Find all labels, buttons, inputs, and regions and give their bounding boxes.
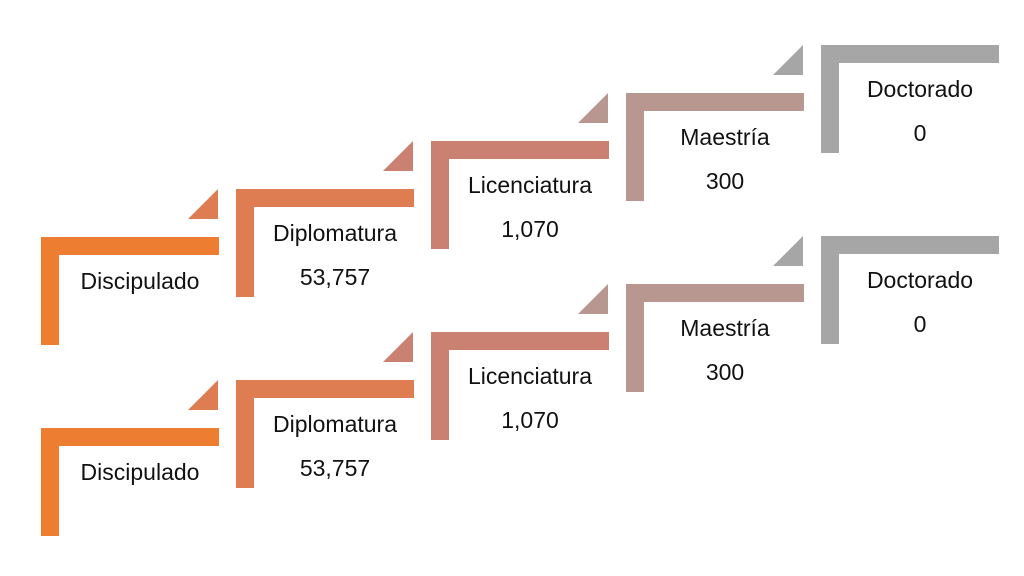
step-label: Licenciatura — [467, 363, 593, 389]
step-text: Diplomatura 53,757 — [254, 211, 416, 299]
step-bar-vertical — [626, 284, 644, 392]
step-bar-vertical — [236, 380, 254, 488]
step-value: 0 — [913, 120, 927, 146]
step-bar-horizontal — [41, 237, 219, 255]
step-text: Maestría 300 — [644, 306, 806, 394]
step-value: 300 — [705, 168, 745, 194]
step-text: Licenciatura 1,070 — [449, 163, 611, 251]
step-connector-arrow — [383, 332, 413, 362]
step-connector-arrow — [383, 141, 413, 171]
step-text: Licenciatura 1,070 — [449, 354, 611, 442]
step-1-4: Maestría 300 — [626, 93, 806, 203]
step-2-4: Maestría 300 — [626, 284, 806, 394]
step-connector-arrow — [773, 236, 803, 266]
step-connector-arrow — [578, 284, 608, 314]
step-bar-vertical — [821, 236, 839, 344]
step-connector-arrow — [188, 189, 218, 219]
step-bar-horizontal — [431, 141, 609, 159]
step-bar-horizontal — [821, 236, 999, 254]
step-bar-horizontal — [236, 189, 414, 207]
step-text: Doctorado 0 — [839, 258, 1001, 346]
step-text: Discipulado — [59, 450, 221, 494]
step-2-1: Discipulado — [41, 428, 221, 538]
step-value: 1,070 — [501, 407, 559, 433]
step-1-3: Licenciatura 1,070 — [431, 141, 611, 251]
step-2-2: Diplomatura 53,757 — [236, 380, 416, 490]
step-bar-vertical — [236, 189, 254, 297]
step-label: Discipulado — [80, 459, 200, 485]
step-bar-horizontal — [821, 45, 999, 63]
step-connector-arrow — [773, 45, 803, 75]
step-text: Discipulado — [59, 259, 221, 303]
step-text: Maestría 300 — [644, 115, 806, 203]
step-label: Maestría — [680, 315, 770, 341]
step-text: Doctorado 0 — [839, 67, 1001, 155]
step-2-3: Licenciatura 1,070 — [431, 332, 611, 442]
step-text: Diplomatura 53,757 — [254, 402, 416, 490]
step-bar-horizontal — [626, 93, 804, 111]
step-value: 300 — [705, 359, 745, 385]
step-label: Diplomatura — [273, 220, 397, 246]
step-value: 1,070 — [501, 216, 559, 242]
step-label: Doctorado — [866, 267, 974, 293]
step-value: 53,757 — [299, 455, 371, 481]
step-label: Discipulado — [80, 268, 200, 294]
step-1-5: Doctorado 0 — [821, 45, 1001, 155]
step-label: Doctorado — [866, 76, 974, 102]
step-bar-horizontal — [236, 380, 414, 398]
step-label: Maestría — [680, 124, 770, 150]
step-bar-horizontal — [626, 284, 804, 302]
step-value: 0 — [913, 311, 927, 337]
step-value: 53,757 — [299, 264, 371, 290]
step-1-2: Diplomatura 53,757 — [236, 189, 416, 299]
step-bar-vertical — [821, 45, 839, 153]
step-2-5: Doctorado 0 — [821, 236, 1001, 346]
step-label: Diplomatura — [273, 411, 397, 437]
step-connector-arrow — [578, 93, 608, 123]
step-bar-vertical — [431, 141, 449, 249]
step-bar-vertical — [41, 237, 59, 345]
step-bar-horizontal — [431, 332, 609, 350]
step-connector-arrow — [188, 380, 218, 410]
step-1-1: Discipulado — [41, 237, 221, 347]
step-label: Licenciatura — [467, 172, 593, 198]
step-bar-vertical — [626, 93, 644, 201]
step-bar-vertical — [431, 332, 449, 440]
step-bar-horizontal — [41, 428, 219, 446]
step-bar-vertical — [41, 428, 59, 536]
